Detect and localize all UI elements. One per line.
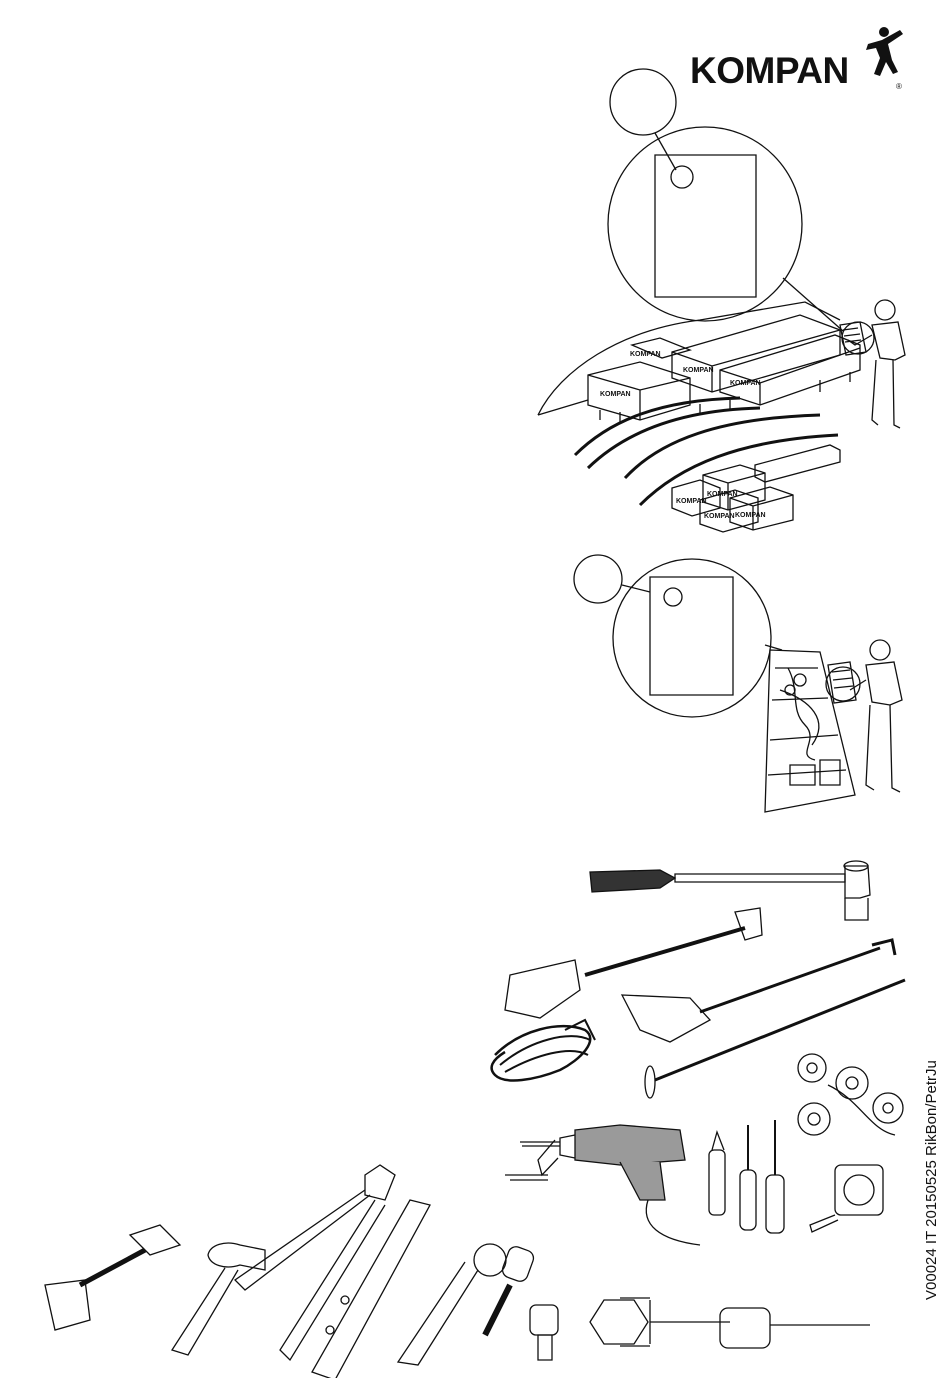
utility-knife-icon [709,1132,725,1215]
tape-straps-icon [798,1054,903,1135]
shovel-icon [622,940,895,1042]
spade-icon [505,908,762,1018]
socket-holder-icon [45,1225,180,1330]
power-drill-icon [505,1125,700,1245]
sledge-hammer-icon [590,861,870,920]
screwdriver-flat-icon [740,1125,756,1230]
screwdriver-cross-icon [766,1120,784,1233]
ratchet-wrench-icon [398,1244,506,1365]
hammer-icon [172,1243,265,1355]
document-code: V00024 IT 20150525 RikBon/PetrJu [923,1060,940,1300]
tape-measure-icon [810,1165,883,1232]
socket-extension-icon [485,1245,536,1335]
rope-icon [492,1020,595,1080]
bolt-cutter-icon [235,1165,395,1360]
socket-12pt-icon [720,1308,870,1348]
socket-bit-icon [530,1305,558,1360]
hexagon-dimension-icon [590,1298,730,1346]
